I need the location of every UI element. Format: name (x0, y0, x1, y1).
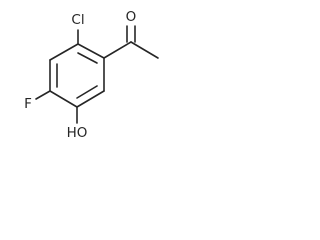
bond-c1-carbonyl (103, 41, 132, 59)
bond-carbonyl-methyl (130, 41, 159, 59)
atom-label-hydroxyl: HO (67, 125, 88, 141)
bond-c2-c3 (49, 43, 79, 61)
bond-c4-c5 (49, 90, 78, 108)
bond-c4-f (35, 90, 51, 100)
atom-label-fluorine: F (24, 96, 32, 112)
atom-label-carbonyl-oxygen: O (126, 9, 137, 25)
bond-c5-c6 (76, 90, 105, 108)
bond-c5-c6-inner (76, 85, 98, 99)
chemical-structure: Cl O F HO (24, 9, 159, 141)
bond-c1-c2 (77, 43, 105, 59)
atom-label-chlorine: Cl (71, 12, 84, 28)
bond-c1-c2-inner (77, 52, 98, 64)
